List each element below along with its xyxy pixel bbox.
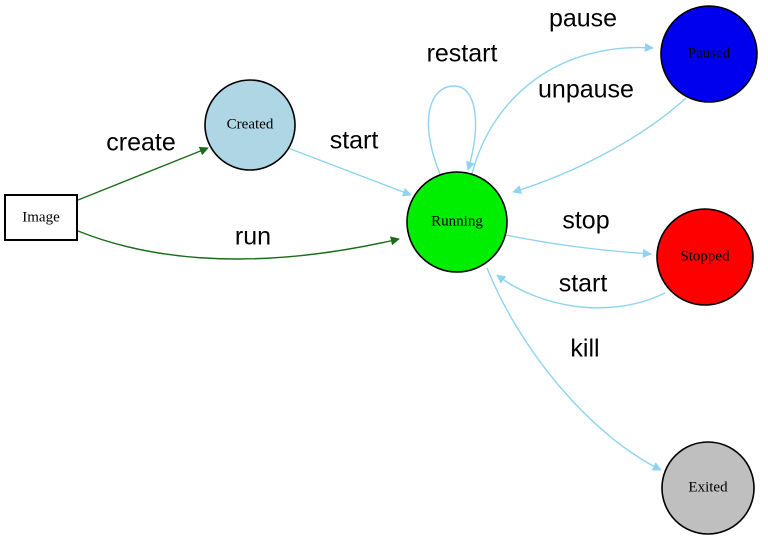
node-exited-shape	[661, 441, 755, 535]
edge-pause[interactable]: pause	[471, 5, 654, 175]
node-created[interactable]: Created	[204, 79, 296, 171]
edge-create-label: create	[106, 129, 175, 157]
edge-start-stopped[interactable]: start	[496, 270, 666, 309]
node-running[interactable]: Running	[406, 171, 508, 273]
edge-start-created[interactable]: start	[287, 127, 412, 197]
edge-unpause-path	[512, 97, 687, 195]
edge-unpause-label: unpause	[538, 76, 634, 104]
node-running-shape	[406, 171, 508, 273]
edge-start-stopped-path	[496, 274, 666, 309]
edge-start-stopped-label: start	[559, 270, 608, 298]
edge-run-path	[77, 230, 400, 260]
node-image[interactable]: Image	[4, 194, 78, 241]
edge-kill-path	[486, 267, 662, 471]
edge-kill-label: kill	[570, 335, 599, 363]
node-stopped-shape	[656, 208, 754, 306]
edge-stop-path	[505, 234, 652, 259]
edge-create[interactable]: create	[77, 129, 209, 201]
edge-kill[interactable]: kill	[486, 267, 662, 471]
node-stopped[interactable]: Stopped	[656, 208, 754, 306]
edge-unpause[interactable]: unpause	[512, 76, 687, 195]
edge-start-created-label: start	[330, 127, 379, 155]
node-paused[interactable]: Paused	[660, 5, 758, 103]
node-image-shape	[4, 194, 78, 241]
edge-pause-label: pause	[549, 5, 617, 33]
node-created-shape	[204, 79, 296, 171]
edge-stop-label: stop	[562, 207, 609, 235]
edge-restart-path	[427, 85, 477, 175]
edge-create-path	[77, 146, 209, 201]
edge-run[interactable]: run	[77, 223, 400, 260]
edge-pause-path	[471, 42, 654, 175]
edge-restart[interactable]: restart	[427, 40, 498, 175]
edge-stop[interactable]: stop	[505, 207, 652, 259]
edge-restart-label: restart	[427, 40, 498, 68]
edge-start-created-path	[287, 147, 412, 197]
node-paused-shape	[660, 5, 758, 103]
node-exited[interactable]: Exited	[661, 441, 755, 535]
edge-run-label: run	[235, 223, 271, 251]
